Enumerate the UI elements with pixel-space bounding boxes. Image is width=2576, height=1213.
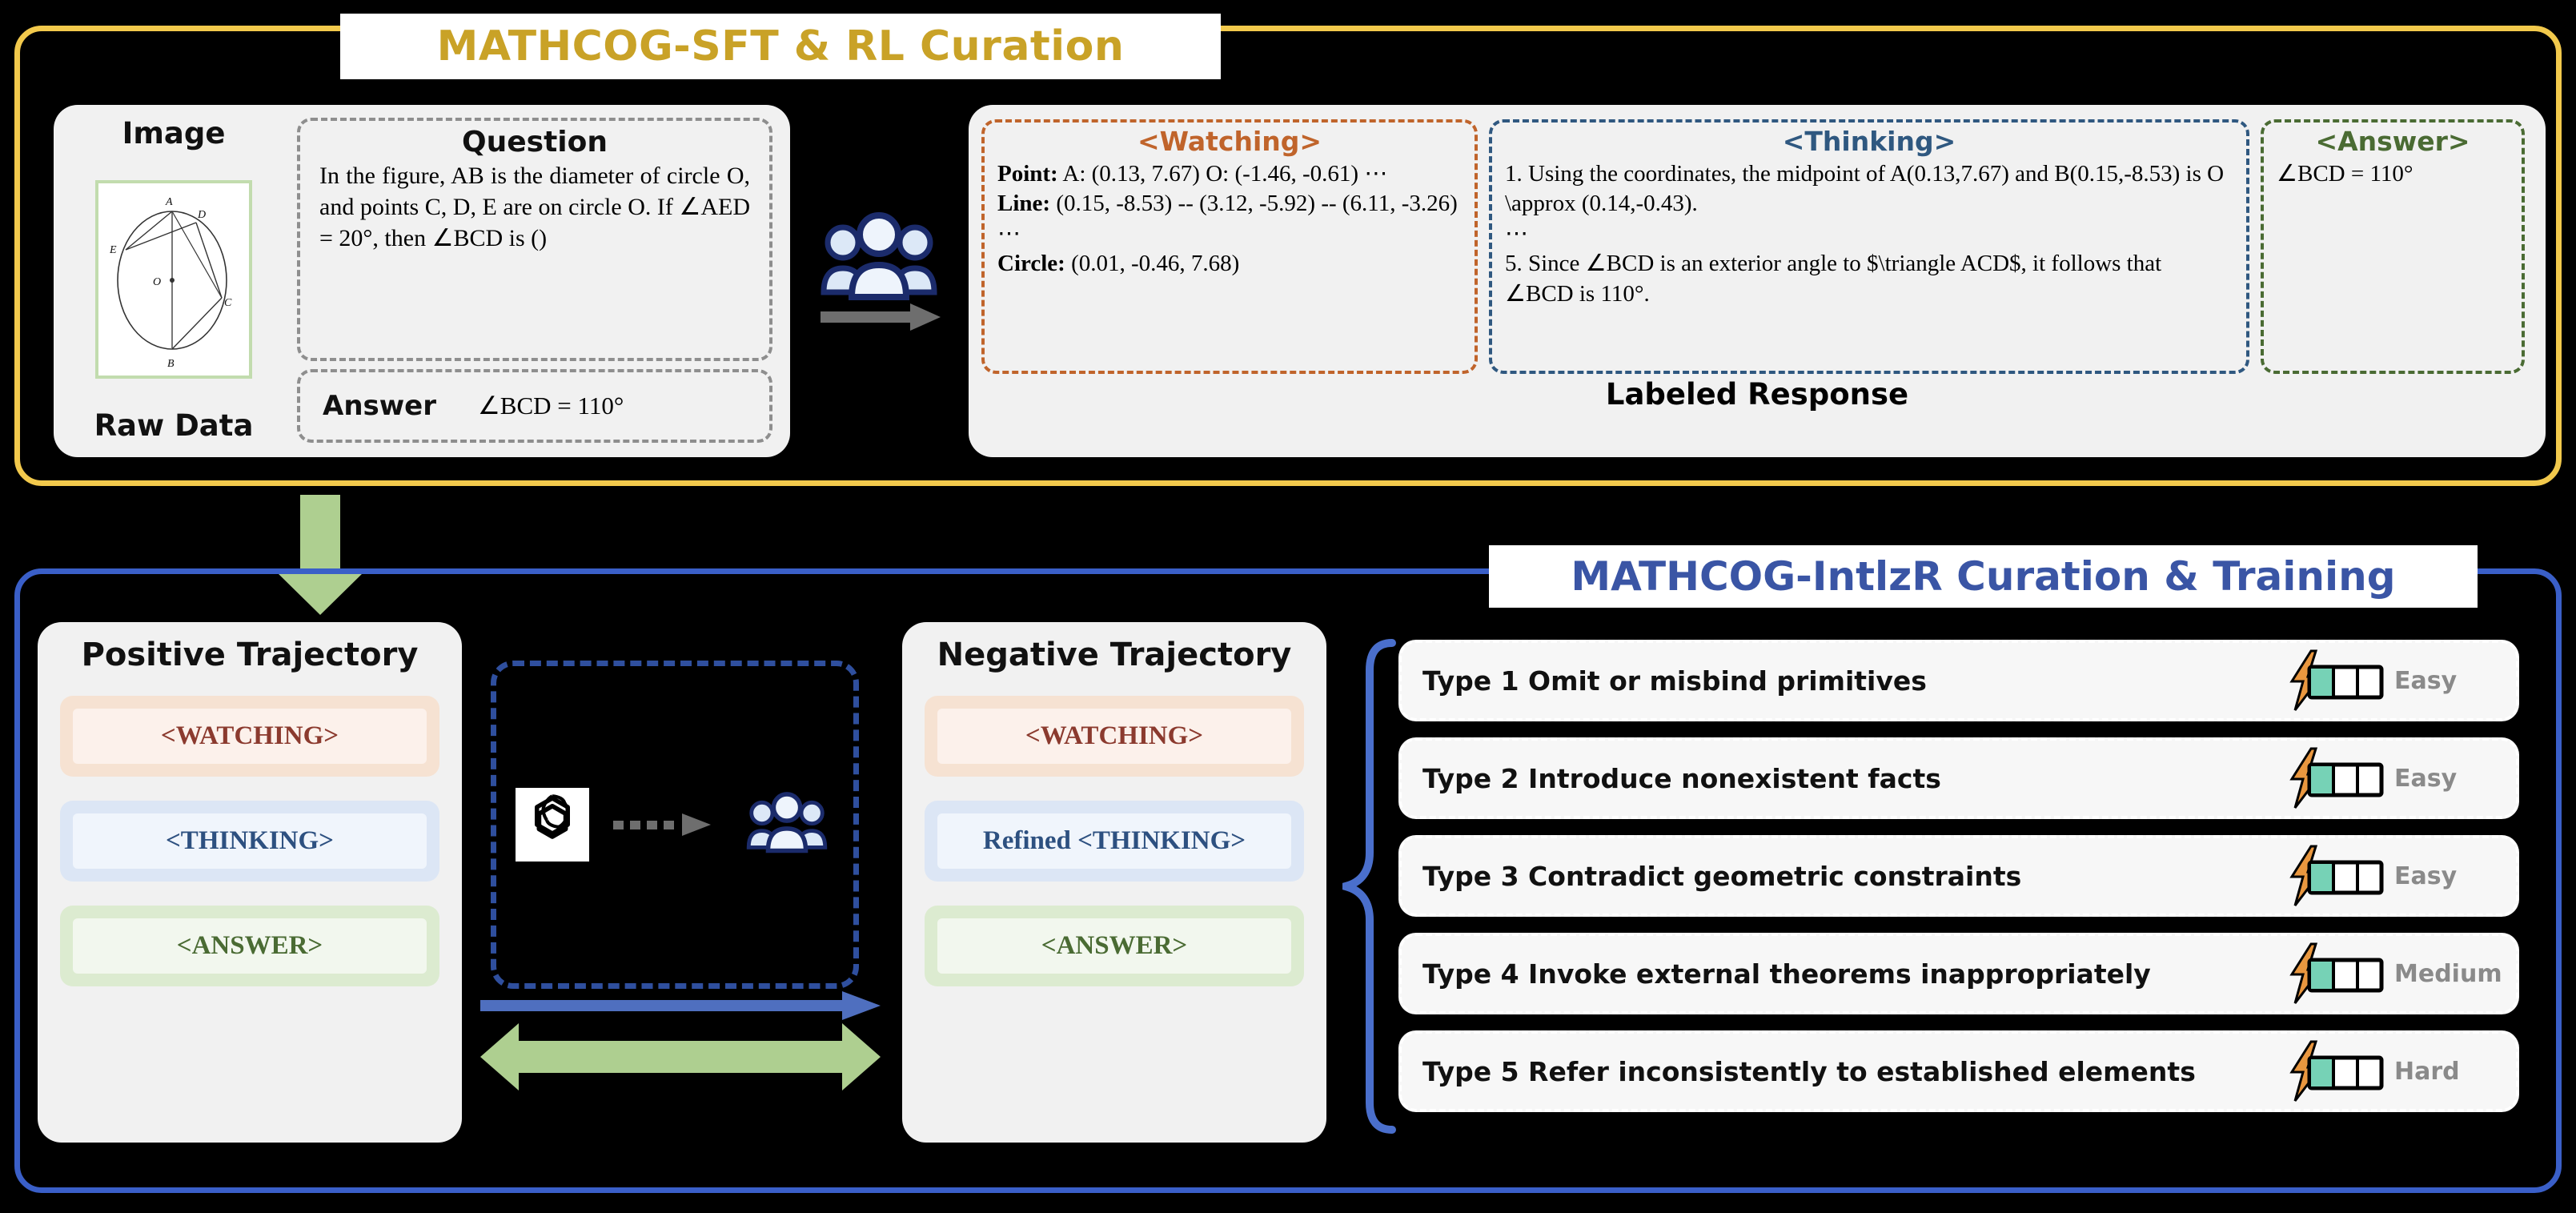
- negative-trajectory-card: Negative Trajectory <WATCHING> Refined <…: [902, 622, 1326, 1143]
- lightning-battery-icon: [2289, 649, 2384, 711]
- lightning-battery-icon: [2289, 747, 2384, 809]
- negative-watching-tag: <WATCHING>: [925, 696, 1304, 777]
- openai-logo-icon: [516, 788, 589, 862]
- difficulty-label: Easy: [2394, 764, 2458, 793]
- circle-geometry-icon: A D E O C B: [109, 196, 232, 370]
- watching-body: Point: A: (0.13, 7.67) O: (-1.46, -0.61)…: [997, 159, 1462, 279]
- bottom-section-title-text: MATHCOG-IntlzR Curation & Training: [1571, 553, 2396, 600]
- top-section-title: MATHCOG-SFT & RL Curation: [340, 14, 1221, 79]
- thinking-title: <Thinking>: [1782, 126, 1956, 157]
- negative-thinking-label: Refined <THINKING>: [937, 813, 1291, 869]
- thinking-body: 1. Using the coordinates, the midpoint o…: [1505, 159, 2233, 309]
- answer-label: Answer: [323, 390, 436, 422]
- difficulty-label: Easy: [2394, 862, 2458, 890]
- type-row[interactable]: Type 4 Invoke external theorems inapprop…: [1398, 933, 2519, 1014]
- positive-trajectory-title: Positive Trajectory: [81, 637, 419, 673]
- image-label: Image: [122, 116, 226, 151]
- difficulty-meter: Medium: [2284, 942, 2502, 1005]
- type-row[interactable]: Type 2 Introduce nonexistent facts Easy: [1398, 737, 2519, 819]
- answer-section-box: <Answer> ∠BCD = 110°: [2261, 119, 2525, 374]
- positive-answer-tag: <ANSWER>: [60, 906, 439, 986]
- point-value: A: (0.13, 7.67) O: (-1.46, -0.61) ⋯: [1062, 161, 1388, 187]
- answer-box: Answer ∠BCD = 110°: [297, 369, 772, 443]
- svg-text:C: C: [224, 297, 232, 309]
- top-section-title-text: MATHCOG-SFT & RL Curation: [436, 22, 1125, 70]
- people-group-icon: [811, 207, 947, 311]
- labeled-response-caption: Labeled Response: [1605, 377, 1909, 412]
- positive-thinking-tag: <THINKING>: [60, 801, 439, 882]
- model-refinement-box: [491, 661, 859, 989]
- line-value: (0.15, -8.53) -- (3.12, -5.92) -- (6.11,…: [997, 191, 1458, 247]
- positive-answer-label: <ANSWER>: [73, 918, 427, 974]
- answer-section-title: <Answer>: [2315, 126, 2470, 157]
- lightning-battery-icon: [2289, 845, 2384, 906]
- difficulty-label: Medium: [2394, 959, 2502, 988]
- negative-thinking-tag: Refined <THINKING>: [925, 801, 1304, 882]
- line-label: Line:: [997, 191, 1051, 217]
- type-row[interactable]: Type 5 Refer inconsistently to establish…: [1398, 1030, 2519, 1112]
- thinking-box: <Thinking> 1. Using the coordinates, the…: [1489, 119, 2249, 374]
- thinking-step-1: 1. Using the coordinates, the midpoint o…: [1505, 161, 2225, 217]
- intlzr-curation-training-panel: MATHCOG-IntlzR Curation & Training Posit…: [14, 545, 2562, 1193]
- labeled-response-card: <Watching> Point: A: (0.13, 7.67) O: (-1…: [969, 105, 2546, 457]
- type-label: Type 3 Contradict geometric constraints: [1422, 860, 2022, 892]
- svg-text:O: O: [153, 276, 161, 288]
- type-row[interactable]: Type 3 Contradict geometric constraints E…: [1398, 835, 2519, 917]
- curly-brace-icon: [1342, 639, 1396, 1134]
- people-group-icon-middle: [740, 789, 834, 861]
- geometry-figure-frame: A D E O C B: [95, 180, 252, 379]
- type-label: Type 2 Introduce nonexistent facts: [1422, 762, 1941, 794]
- svg-text:E: E: [109, 244, 117, 256]
- positive-thinking-label: <THINKING>: [73, 813, 427, 869]
- circle-value: (0.01, -0.46, 7.68): [1071, 251, 1240, 277]
- dotted-flow-arrow-icon: [613, 813, 716, 837]
- difficulty-meter: Hard: [2284, 1040, 2498, 1103]
- question-box: Question In the figure, AB is the diamet…: [297, 118, 772, 361]
- difficulty-meter: Easy: [2284, 747, 2498, 809]
- answer-value: ∠BCD = 110°: [478, 392, 624, 420]
- raw-data-card: Image A D E O C B: [54, 105, 790, 457]
- difficulty-label: Hard: [2394, 1057, 2460, 1086]
- point-label: Point:: [997, 161, 1058, 187]
- thinking-step-5: 5. Since ∠BCD is an exterior angle to $\…: [1505, 251, 2162, 307]
- question-answer-column: Question In the figure, AB is the diamet…: [294, 105, 790, 457]
- negative-answer-tag: <ANSWER>: [925, 906, 1304, 986]
- positive-watching-tag: <WATCHING>: [60, 696, 439, 777]
- watching-title: <Watching>: [1137, 126, 1322, 157]
- thinking-ellipsis: ⋯: [1505, 220, 1528, 247]
- negative-watching-label: <WATCHING>: [937, 709, 1291, 764]
- blue-flow-arrow-icon: [480, 991, 881, 1020]
- positive-watching-label: <WATCHING>: [73, 709, 427, 764]
- watching-box: <Watching> Point: A: (0.13, 7.67) O: (-1…: [981, 119, 1478, 374]
- green-double-arrow-icon: [480, 1023, 881, 1090]
- positive-trajectory-card: Positive Trajectory <WATCHING> <THINKING…: [38, 622, 462, 1143]
- raw-data-image-column: Image A D E O C B: [54, 105, 294, 457]
- difficulty-label: Easy: [2394, 666, 2458, 695]
- difficulty-meter: Easy: [2284, 649, 2498, 712]
- flow-arrow-right-icon: [821, 303, 941, 331]
- negative-trajectory-title: Negative Trajectory: [937, 637, 1292, 673]
- question-body: In the figure, AB is the diameter of cir…: [319, 163, 750, 251]
- type-label: Type 1 Omit or misbind primitives: [1422, 665, 1927, 697]
- type-label: Type 4 Invoke external theorems inapprop…: [1422, 958, 2151, 990]
- raw-data-caption: Raw Data: [94, 408, 254, 443]
- svg-text:D: D: [197, 209, 206, 221]
- negative-answer-label: <ANSWER>: [937, 918, 1291, 974]
- type-label: Type 5 Refer inconsistently to establish…: [1422, 1055, 2196, 1087]
- svg-text:A: A: [165, 196, 173, 208]
- lightning-battery-icon: [2289, 1040, 2384, 1102]
- response-boxes-row: <Watching> Point: A: (0.13, 7.67) O: (-1…: [981, 119, 2533, 374]
- lightning-battery-icon: [2289, 942, 2384, 1004]
- flow-arrow-down-icon: [276, 495, 364, 615]
- difficulty-meter: Easy: [2284, 845, 2498, 907]
- sft-rl-curation-panel: MATHCOG-SFT & RL Curation Image A D E: [14, 14, 2562, 486]
- question-title: Question: [462, 126, 608, 159]
- svg-text:B: B: [167, 358, 175, 370]
- circle-label: Circle:: [997, 251, 1065, 277]
- type-row[interactable]: Type 1 Omit or misbind primitives Easy: [1398, 640, 2519, 721]
- answer-section-value: ∠BCD = 110°: [2277, 161, 2413, 187]
- bottom-section-title: MATHCOG-IntlzR Curation & Training: [1489, 545, 2478, 608]
